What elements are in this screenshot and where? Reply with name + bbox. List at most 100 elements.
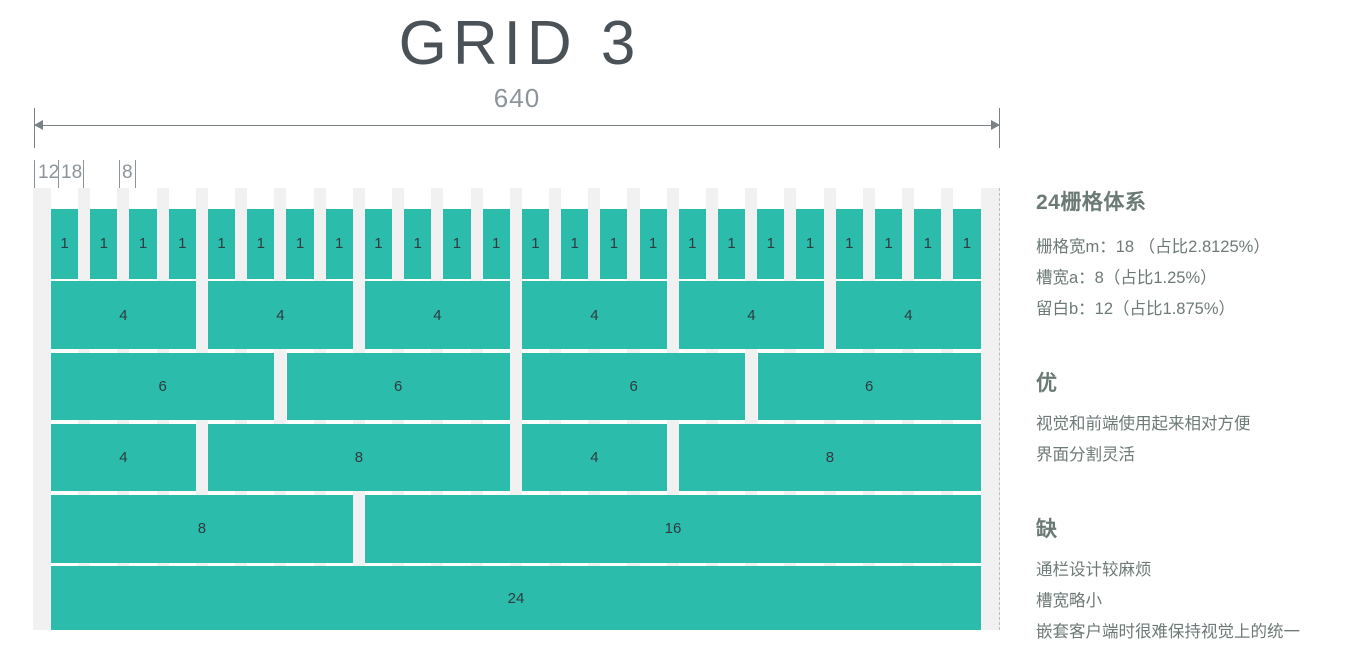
cell-gutter (941, 209, 953, 278)
grid-cell-span-1[interactable]: 1 (521, 209, 549, 279)
grid-cell-span-1[interactable]: 1 (953, 209, 981, 279)
grid-cell-span-16[interactable]: 16 (365, 495, 981, 563)
cell-gutter (431, 209, 443, 278)
cell-gutter (510, 353, 522, 420)
cell-gutter (392, 209, 404, 278)
section-grid-system-heading: 24栅格体系 (1036, 191, 1147, 214)
grid-cell-span-1[interactable]: 1 (207, 209, 236, 279)
grid-cell-span-1[interactable]: 1 (404, 209, 432, 279)
grid-cell-span-1[interactable]: 1 (639, 209, 667, 279)
grid-cell-span-4[interactable]: 4 (51, 281, 196, 349)
grid-cell-span-8[interactable]: 8 (678, 423, 981, 492)
section-grid-system: 24栅格体系 栅格宽m：18 （占比2.8125%） 槽宽a：8（占比1.25%… (1036, 186, 1348, 325)
cell-gutter (824, 281, 836, 348)
cell-gutter (863, 209, 875, 278)
section-pros: 优 视觉和前端使用起来相对方便 界面分割灵活 (1036, 367, 1348, 471)
grid-cell-span-1[interactable]: 1 (90, 209, 118, 279)
ruler-total-width-label: 640 (493, 83, 541, 113)
grid-cell-span-1[interactable]: 1 (325, 209, 353, 279)
grid-cell-span-4[interactable]: 4 (835, 281, 981, 349)
grid-cell-span-1[interactable]: 1 (247, 209, 275, 279)
grid-cell-span-6[interactable]: 6 (757, 352, 981, 421)
tick-label-gutter: 8 (122, 162, 133, 183)
grid-cell-span-1[interactable]: 1 (286, 209, 314, 279)
grid-cell-span-8[interactable]: 8 (207, 423, 510, 492)
grid-cell-span-1[interactable]: 1 (129, 209, 157, 279)
cons-line-1: 通栏设计较麻烦 (1036, 561, 1152, 579)
tick-gutter-end (135, 160, 136, 194)
grid-cell-span-1[interactable]: 1 (874, 209, 903, 279)
cell-gutter (667, 209, 679, 278)
cell-gutter (78, 209, 90, 278)
cons-line-3: 嵌套客户端时很难保持视觉上的统一 (1036, 623, 1300, 641)
grid-cell-span-1[interactable]: 1 (600, 209, 628, 279)
cell-gutter (824, 209, 836, 278)
cell-gutter (784, 209, 796, 278)
cell-gutter (745, 209, 757, 278)
ruler-arrow-left-icon (34, 120, 43, 130)
cell-gutter (510, 281, 522, 348)
grid-cell-span-1[interactable]: 1 (757, 209, 785, 279)
grid-cell-span-4[interactable]: 4 (207, 281, 353, 349)
grid-cell-span-1[interactable]: 1 (835, 209, 863, 279)
cell-gutter (353, 495, 365, 562)
grid-system-line-gutter: 槽宽a：8（占比1.25%） (1036, 269, 1217, 287)
cell-gutter (510, 424, 522, 491)
cell-gutter (745, 353, 757, 420)
ruler-line (34, 125, 1000, 126)
cell-gutter (274, 353, 286, 420)
cell-gutter (117, 209, 129, 278)
cell-gutter (314, 209, 326, 278)
ruler-cap-left (34, 108, 35, 148)
grid-cell-span-1[interactable]: 1 (678, 209, 706, 279)
cell-gutter (667, 424, 679, 491)
row-24: 24 (51, 566, 981, 631)
cell-gutter (510, 209, 522, 278)
grid-cell-span-1[interactable]: 1 (796, 209, 824, 279)
cell-gutter (196, 209, 208, 278)
cell-gutter (157, 209, 169, 278)
grid-cell-span-4[interactable]: 4 (521, 423, 667, 492)
section-cons: 缺 通栏设计较麻烦 槽宽略小 嵌套客户端时很难保持视觉上的统一 (1036, 513, 1348, 648)
module-tick-marks: 12 18 8 (0, 160, 1010, 196)
grid-cell-span-1[interactable]: 1 (914, 209, 942, 279)
grid-cell-span-1[interactable]: 1 (364, 209, 393, 279)
page-title: GRID 3 (398, 9, 642, 78)
grid-cell-span-6[interactable]: 6 (286, 352, 510, 421)
grid-cell-span-4[interactable]: 4 (521, 281, 667, 349)
cell-gutter (353, 281, 365, 348)
cell-gutter (471, 209, 483, 278)
tick-label-margin: 12 (38, 162, 60, 183)
grid-cell-span-1[interactable]: 1 (168, 209, 196, 279)
cell-gutter (902, 209, 914, 278)
cons-line-2: 槽宽略小 (1036, 592, 1102, 610)
grid-cell-span-4[interactable]: 4 (678, 281, 824, 349)
tick-canvas-left (34, 160, 35, 194)
cell-gutter (706, 209, 718, 278)
grid-cell-span-24[interactable]: 24 (51, 566, 981, 631)
grid-cell-span-4[interactable]: 4 (51, 423, 196, 492)
grid-cell-span-1[interactable]: 1 (443, 209, 471, 279)
cell-gutter (196, 281, 208, 348)
grid-cell-span-1[interactable]: 1 (482, 209, 510, 279)
cell-gutter (353, 209, 365, 278)
cell-gutter (588, 209, 600, 278)
grid-cell-span-1[interactable]: 1 (717, 209, 746, 279)
grid-cell-span-8[interactable]: 8 (51, 495, 353, 563)
tick-gutter-start (119, 160, 120, 194)
cell-gutter (196, 424, 208, 491)
grid-cell-span-1[interactable]: 1 (561, 209, 589, 279)
grid-cell-span-1[interactable]: 1 (51, 209, 79, 279)
tick-margin-end (58, 160, 59, 194)
grid-cell-span-6[interactable]: 6 (522, 352, 746, 421)
cell-gutter (627, 209, 639, 278)
grid-cell-span-6[interactable]: 6 (51, 352, 275, 421)
grid-cell-span-4[interactable]: 4 (364, 281, 510, 349)
